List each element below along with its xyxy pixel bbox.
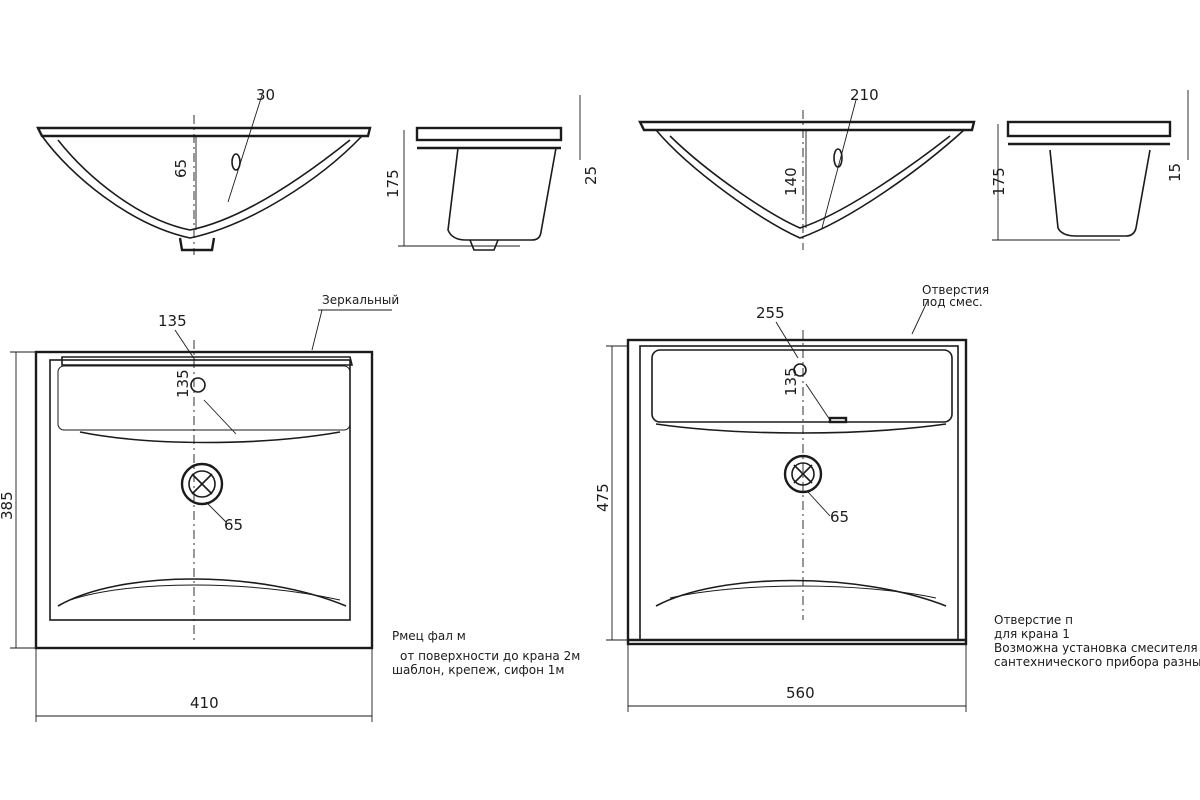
left-front-overflow [231,153,241,171]
left-side-section: 175 25 [384,95,600,251]
right-plan-drain-cross-2 [793,464,813,484]
left-side-rim-dim: 25 [582,166,600,185]
left-plan-bowl-bottom-inner [69,584,341,601]
right-plan-overflow-slot [828,416,848,424]
right-plan-tap-leader [775,321,799,359]
left-side-rim [415,126,563,142]
right-front-rim [638,120,976,132]
right-plan-outline [626,338,968,646]
right-plan-callout-2: под смес. [922,295,983,309]
left-front-depth-dim: 65 [172,159,190,178]
left-plan-height-dim: 385 [0,491,16,520]
left-plan-tap-dim: 135 [158,312,187,330]
left-front-leader [227,94,263,203]
right-plan-note-4: сантехнического прибора разных от [994,655,1200,669]
right-plan-bowl-bottom [655,579,947,607]
right-plan-drain-inner [791,462,815,486]
right-front-top-dim: 210 [850,86,879,104]
right-plan-tap-dim: 255 [756,304,785,322]
right-front-leader [821,99,857,229]
right-side-body [1049,149,1151,237]
left-plan-note-2: от поверхности до крана 2м [400,649,580,663]
right-plan-width-dim: 560 [786,684,815,702]
left-plan-outline [34,350,374,650]
left-plan-drain-dim: 65 [224,516,243,534]
left-front-section: 30 65 [36,86,372,255]
right-plan-bowl-bottom-inner [669,585,937,599]
left-plan-edge-dim: 135 [174,369,192,398]
left-plan-drain-outer [180,462,224,506]
left-plan-shelf-box [57,365,351,431]
left-plan-inner [49,359,351,621]
left-plan-edge-leader [203,399,237,435]
left-side-body [447,147,557,241]
left-plan-drain-cross-2 [191,473,213,495]
right-front-bowl-outer [655,129,965,239]
right-side-rim-dim: 15 [1166,163,1184,182]
right-plan-drain-leader [807,491,831,517]
left-plan-note-1: Рмец фал м [392,629,466,643]
right-plan-note-1: Отверстие п [994,613,1073,627]
right-front-bowl-inner [669,135,951,229]
left-front-top-dim: 30 [256,86,275,104]
left-plan-width-dim: 410 [190,694,219,712]
right-side-height-dim: 175 [990,167,1008,196]
right-plan-note-3: Возможна установка смесителя [994,641,1198,655]
left-plan-tap-leader [174,329,196,361]
left-plan-view: 135 135 65 385 410 Зеркальный Рмец фал м… [0,293,580,722]
left-front-drain [178,237,216,252]
right-side-rim [1006,120,1172,138]
right-plan-shelf-box [651,349,953,423]
left-plan-drain-inner [188,470,216,498]
left-side-drain [469,239,499,251]
right-plan-drain-outer [783,454,823,494]
right-side-section: 175 15 [990,90,1189,241]
right-plan-bowl-top [655,423,947,434]
right-front-depth-dim: 140 [782,167,800,196]
right-plan-callout-1: Отверстия [922,283,989,297]
right-plan-edge-dim: 135 [782,367,800,396]
left-front-rim [36,126,372,138]
left-front-bowl-outer [41,135,363,239]
left-plan-tap-hole [190,377,206,393]
right-plan-edge-leader [805,383,831,421]
right-front-section: 210 140 [638,86,976,250]
left-plan-callout-leader [311,309,323,351]
left-front-bowl-inner [57,139,351,231]
left-plan-bowl-top [79,431,341,444]
left-plan-note-3: шаблон, крепеж, сифон 1м [392,663,564,677]
left-side-height-dim: 175 [384,169,402,198]
right-plan-drain-dim: 65 [830,508,849,526]
right-plan-height-dim: 475 [594,483,612,512]
right-plan-callout-leader [911,299,929,335]
left-plan-shelf [61,356,354,366]
right-plan-note-2: для крана 1 [994,627,1070,641]
left-plan-drain-leader [205,501,227,523]
left-plan-callout: Зеркальный [322,293,399,307]
right-plan-tap-hole [793,363,807,377]
right-plan-view: 255 135 65 475 560 Отверстия под смес. О… [594,283,1200,712]
